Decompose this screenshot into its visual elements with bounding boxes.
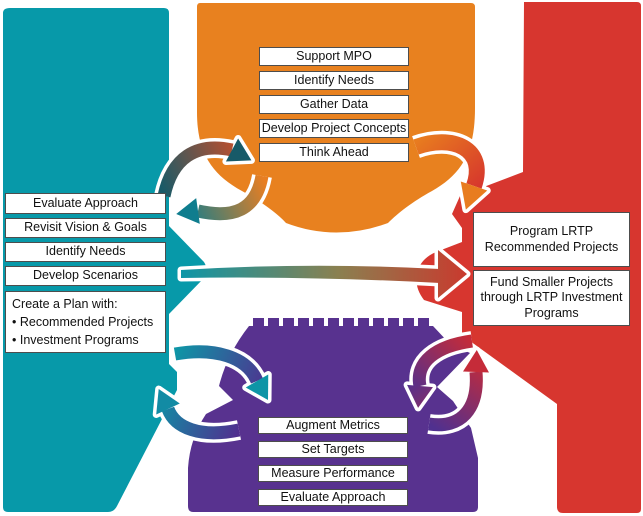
step-box-program-lrtp: Program LRTP Recommended Projects (473, 212, 630, 267)
step-box-revisit-vision-goals: Revisit Vision & Goals (5, 218, 166, 238)
arrow-teal-to-purple (173, 341, 272, 404)
step-box-think-ahead: Think Ahead (259, 143, 409, 162)
arrow-orange-to-teal (172, 173, 272, 228)
arrow-purple-to-teal (152, 385, 242, 443)
step-box-evaluate-approach-bottom: Evaluate Approach (258, 489, 408, 506)
step-box-support-mpo: Support MPO (259, 47, 409, 66)
step-box-create-a-plan: Create a Plan with: Recommended Projects… (5, 291, 166, 353)
step-box-identify-needs-top: Identify Needs (259, 71, 409, 90)
step-box-evaluate-approach-left: Evaluate Approach (5, 193, 166, 214)
arrow-teal-to-orange (154, 135, 255, 199)
plan-box-bullet-recommended-projects: Recommended Projects (12, 313, 153, 331)
plan-box-title: Create a Plan with: (12, 296, 118, 311)
step-box-measure-performance: Measure Performance (258, 465, 408, 482)
step-box-identify-needs-left: Identify Needs (5, 242, 166, 262)
step-box-fund-smaller-projects: Fund Smaller Projects through LRTP Inves… (473, 270, 630, 326)
arrow-orange-to-red (412, 130, 491, 214)
purple-region-serration (253, 318, 429, 328)
arrow-left-to-right (177, 246, 471, 302)
step-box-set-targets: Set Targets (258, 441, 408, 458)
plan-box-bullet-investment-programs: Investment Programs (12, 331, 139, 349)
arrow-purple-to-red (427, 346, 493, 435)
step-box-develop-scenarios: Develop Scenarios (5, 266, 166, 286)
step-box-gather-data: Gather Data (259, 95, 409, 114)
step-box-augment-metrics: Augment Metrics (258, 417, 408, 434)
step-box-develop-project-concepts: Develop Project Concepts (259, 119, 409, 138)
orange-region (197, 3, 475, 233)
arrow-red-to-purple (403, 331, 474, 412)
